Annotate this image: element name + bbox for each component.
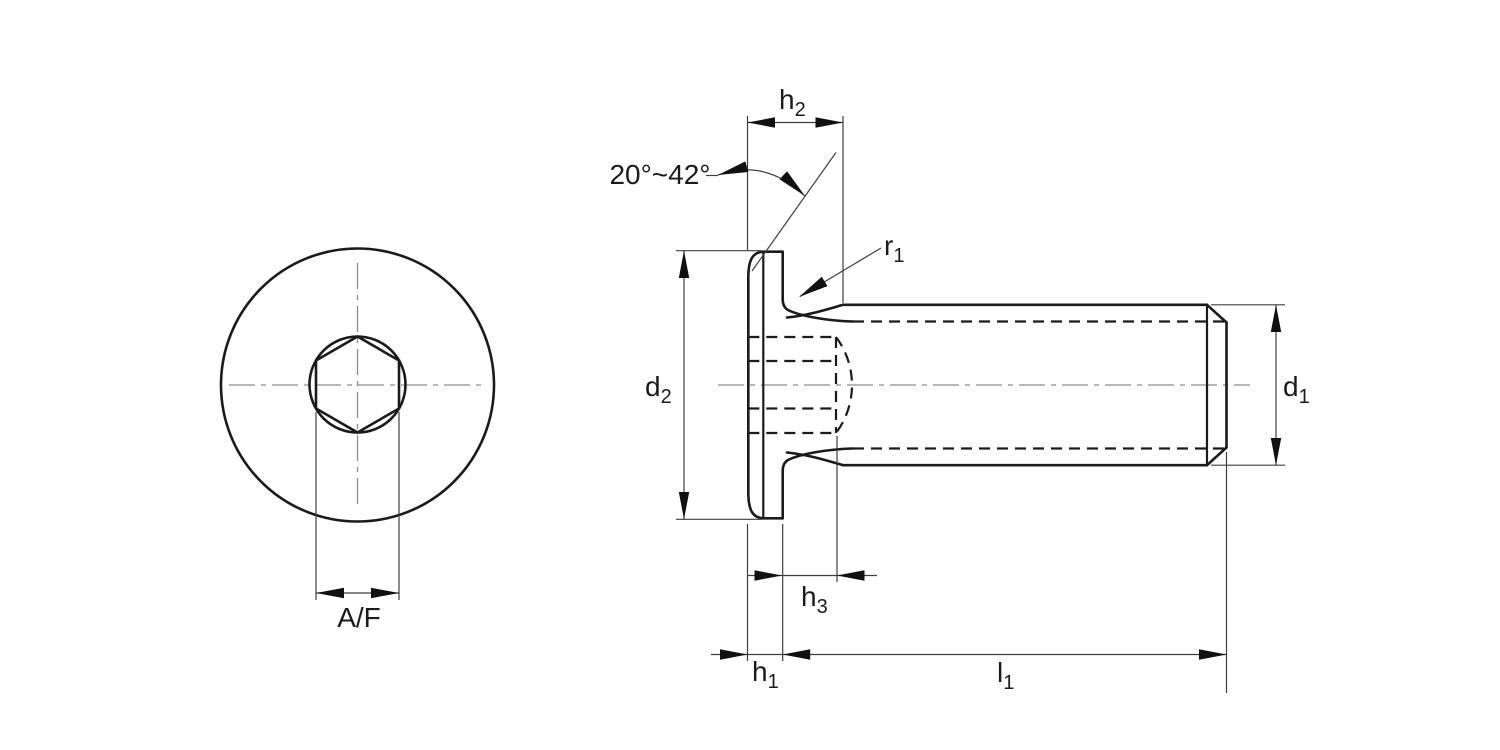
hex-socket-outline [314, 334, 401, 435]
r1-label: r1 [884, 230, 904, 267]
l1-arrow-right-icon [1199, 649, 1227, 660]
l1-label-subscript: 1 [1003, 672, 1014, 694]
h2-dimension-label: h2 [779, 84, 806, 121]
head-rear-face-top-with-fillet [781, 250, 855, 323]
d1-arrow-bottom-icon [1270, 438, 1282, 466]
r1-label-base: r [884, 230, 893, 261]
d2-arrow-bottom-icon [678, 492, 690, 520]
d1-dimension-label: d1 [1283, 371, 1310, 408]
socket-bottom-cone-arc-hidden [835, 336, 854, 434]
neck-to-barrel-curve-bottom [785, 451, 845, 467]
h2-dimension: h2 [746, 84, 844, 303]
h2-arrow-left-icon [747, 117, 775, 128]
d2-dimension: d2 [645, 250, 762, 520]
cone-angle-arrow-left-icon [718, 161, 749, 175]
af-dimension: A/F [315, 412, 400, 633]
head-outer-circle [219, 247, 496, 523]
d1-arrow-top-icon [1270, 304, 1282, 332]
h3-label-subscript: 3 [817, 596, 828, 618]
af-dimension-label: A/F [337, 602, 381, 633]
barrel-chamfer-top [1205, 303, 1228, 324]
h3-dimension: h3 [747, 436, 877, 618]
h1-label-base: h [752, 656, 768, 687]
h2-arrow-right-icon [815, 117, 843, 128]
r1-label-subscript: 1 [893, 245, 904, 267]
h1-label-subscript: 1 [768, 671, 779, 693]
cone-angle-label: 20°~42° [609, 159, 710, 190]
h1-arrow-left-icon [720, 649, 748, 660]
h2-label-subscript: 2 [795, 99, 806, 121]
d2-arrow-top-icon [678, 250, 690, 278]
head-front-face-profile [747, 250, 765, 520]
h3-label-base: h [801, 581, 817, 612]
af-arrow-right-icon [371, 587, 399, 599]
h3-dimension-label: h3 [801, 581, 828, 618]
r1-leader-annotation: r1 [799, 230, 904, 298]
h1-l1-dimension-chain: h1 l1 [711, 452, 1228, 694]
r1-leader-arrow-icon [799, 276, 828, 297]
h3-arrow-left-icon [754, 570, 782, 581]
h2-label-base: h [779, 84, 795, 115]
cone-angle-arrow-right-icon [779, 171, 805, 196]
h1-l1-shared-arrow-icon [782, 649, 811, 660]
barrel-chamfer-bottom [1205, 446, 1228, 467]
front-view: A/F [219, 247, 496, 633]
d2-label-subscript: 2 [661, 386, 672, 408]
d2-label-base: d [645, 371, 661, 402]
neck-to-barrel-curve-top [785, 303, 845, 319]
d1-label-base: d [1283, 371, 1299, 402]
cone-angle-reference-line [751, 152, 837, 272]
d1-label-subscript: 1 [1299, 386, 1310, 408]
cone-angle-annotation: 20°~42° [609, 152, 837, 272]
l1-label-base: l [997, 657, 1003, 688]
d1-dimension: d1 [1211, 304, 1310, 466]
head-rear-face-bottom-with-fillet [781, 447, 855, 520]
h1-dimension-label: h1 [752, 656, 779, 693]
side-view: h2 20°~42° r1 d2 [609, 84, 1309, 694]
d2-dimension-label: d2 [645, 371, 672, 408]
l1-dimension-label: l1 [997, 657, 1014, 694]
h3-arrow-right-icon [837, 570, 865, 581]
af-arrow-left-icon [316, 587, 344, 599]
